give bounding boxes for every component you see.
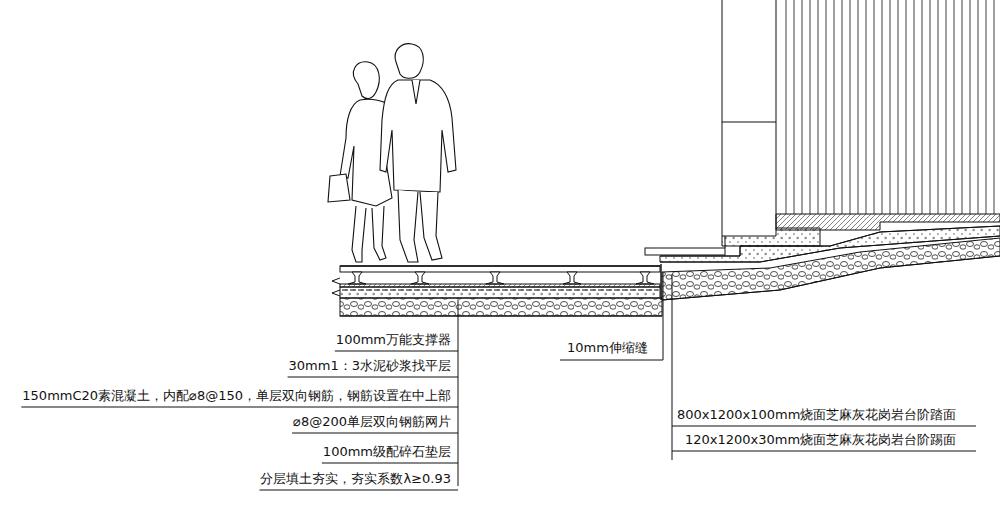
callout-label: 150mmC20素混凝土，内配⌀8@150，单层双向钢筋，钢筋设置在中上部 — [21, 388, 452, 404]
callout-label: 100mm万能支撑器 — [335, 332, 452, 348]
callout-label: 120x1200x30mm烧面芝麻灰花岗岩台阶踢面 — [684, 432, 957, 448]
callout-label: 100mm级配碎石垫层 — [322, 444, 452, 460]
leader-line — [335, 351, 458, 352]
leader-line — [322, 463, 458, 464]
callout-label: 分层填土夯实，夯实系数λ≥0.93 — [259, 471, 452, 487]
leader-line — [292, 433, 458, 434]
leader-line — [288, 377, 458, 378]
callout-label: 10mm伸缩缝 — [566, 340, 649, 356]
callout-label: ⌀8@200单层双向钢筋网片 — [292, 414, 452, 430]
callout-label: 800x1200x100mm烧面芝麻灰花岗岩台阶踏面 — [676, 407, 957, 423]
leader-line — [21, 407, 458, 408]
leader-line — [259, 490, 458, 491]
leader-line — [672, 451, 976, 452]
callout-label: 30mm1：3水泥砂浆找平层 — [288, 358, 452, 374]
leader-line — [672, 426, 976, 427]
